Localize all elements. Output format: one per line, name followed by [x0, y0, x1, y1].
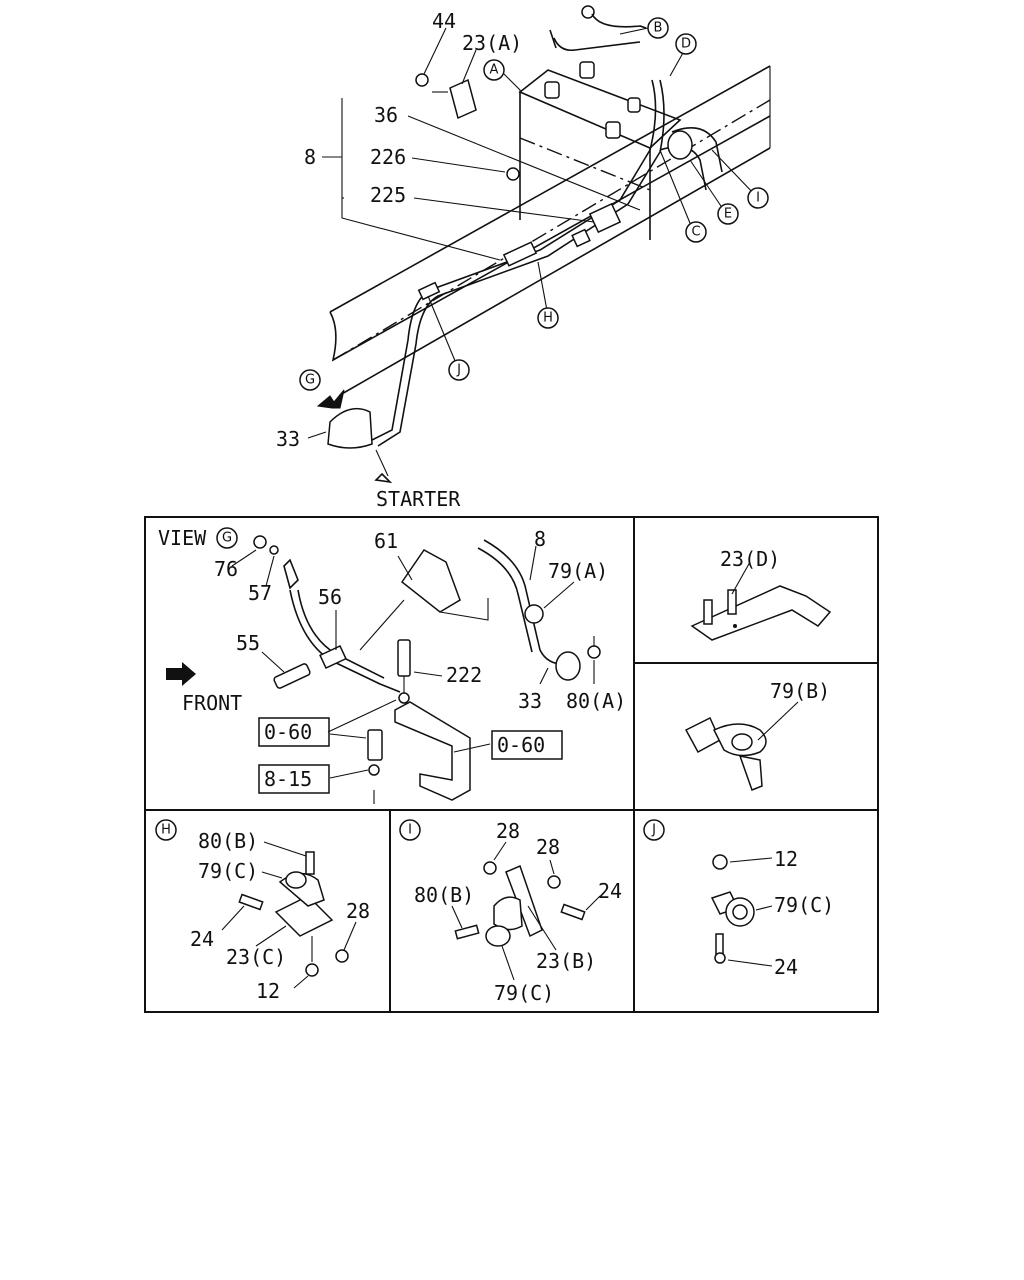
- callout-a: A: [483, 59, 505, 81]
- callout-i-letter: I: [756, 191, 760, 206]
- torque-value-washer: 8-15: [264, 767, 312, 791]
- view-g-callout-letter: G: [222, 531, 232, 546]
- detail-h-panel: H 80(B) 79(C) 24 28 23(C) 12: [155, 819, 370, 1003]
- detail-i-label-28a: 28: [496, 819, 520, 843]
- part-label-36: 36: [374, 103, 398, 127]
- detail-frames: [144, 516, 879, 1013]
- detail-h-label-24: 24: [190, 927, 214, 951]
- detail-h-label-28: 28: [346, 899, 370, 923]
- callout-c-letter: C: [691, 225, 700, 240]
- detail-j-label-12: 12: [774, 847, 798, 871]
- detail-i-panel: I 28 28 80(B) 24 23(B) 79(C): [399, 819, 622, 1005]
- part-label-225: 225: [370, 183, 406, 207]
- front-arrow-icon: [166, 662, 196, 686]
- top-leaders: [307, 27, 757, 439]
- detail-j-label-79c: 79(C): [774, 893, 834, 917]
- torque-value-bracket: 0-60: [497, 733, 545, 757]
- view-g-label-8: 8: [534, 527, 546, 551]
- view-g-label-55: 55: [236, 631, 260, 655]
- detail-i-label-23b: 23(B): [536, 949, 596, 973]
- view-g-panel: VIEW G FRONT: [158, 526, 626, 804]
- part-label-226: 226: [370, 145, 406, 169]
- front-label: FRONT: [182, 691, 242, 715]
- view-g-title: VIEW: [158, 526, 207, 550]
- detail-i-callout-letter: I: [408, 823, 412, 838]
- detail-j-callout-letter: J: [651, 823, 656, 838]
- view-g-label-33: 33: [518, 689, 542, 713]
- callout-h: H: [537, 307, 559, 329]
- battery-cables: [316, 5, 723, 484]
- detail-23d-panel: 23(D): [690, 547, 832, 641]
- detail-h-label-23c: 23(C): [226, 945, 286, 969]
- detail-h-label-79c: 79(C): [198, 859, 258, 883]
- callout-a-letter: A: [490, 63, 499, 78]
- callout-e: E: [717, 203, 739, 225]
- callout-g-letter: G: [305, 373, 315, 388]
- view-g-label-222: 222: [446, 663, 482, 687]
- detail-h-label-80b: 80(B): [198, 829, 258, 853]
- starter-label: STARTER: [376, 487, 461, 511]
- callout-b-letter: B: [654, 21, 663, 36]
- part-label-8: 8: [304, 145, 316, 169]
- frame-rail: [329, 65, 771, 396]
- detail-79b-label: 79(B): [770, 679, 830, 703]
- detail-i-label-79c: 79(C): [494, 981, 554, 1005]
- view-g-label-76: 76: [214, 557, 238, 581]
- callout-j: J: [448, 359, 470, 381]
- view-g-label-56: 56: [318, 585, 342, 609]
- callout-g: G: [299, 369, 321, 391]
- detail-j-panel: J 12 79(C) 24: [643, 819, 834, 979]
- torque-value-bolt: 0-60: [264, 720, 312, 744]
- callout-d: D: [675, 33, 697, 55]
- view-g-label-79a: 79(A): [548, 559, 608, 583]
- callout-j-letter: J: [456, 363, 461, 378]
- view-g-label-80a: 80(A): [566, 689, 626, 713]
- detail-i-label-28b: 28: [536, 835, 560, 859]
- callout-i: I: [747, 187, 769, 209]
- view-g-label-57: 57: [248, 581, 272, 605]
- detail-i-label-80b: 80(B): [414, 883, 474, 907]
- detail-j-label-24: 24: [774, 955, 798, 979]
- detail-h-label-12: 12: [256, 979, 280, 1003]
- view-g-label-61: 61: [374, 529, 398, 553]
- callout-h-letter: H: [543, 311, 553, 326]
- callout-e-letter: E: [724, 207, 732, 222]
- callout-d-letter: D: [681, 37, 691, 52]
- detail-23d-label: 23(D): [720, 547, 780, 571]
- detail-i-label-24: 24: [598, 879, 622, 903]
- detail-79b-panel: 79(B): [684, 679, 830, 791]
- part-label-33: 33: [276, 427, 300, 451]
- detail-h-callout-letter: H: [161, 823, 171, 838]
- callout-c: C: [685, 221, 707, 243]
- part-label-23a: 23(A): [462, 31, 522, 55]
- top-assembly-view: A B C D E I H J G 44 23(A) 36 8 226 225 …: [276, 5, 771, 511]
- part-label-44: 44: [432, 9, 456, 33]
- callout-b: B: [647, 17, 669, 39]
